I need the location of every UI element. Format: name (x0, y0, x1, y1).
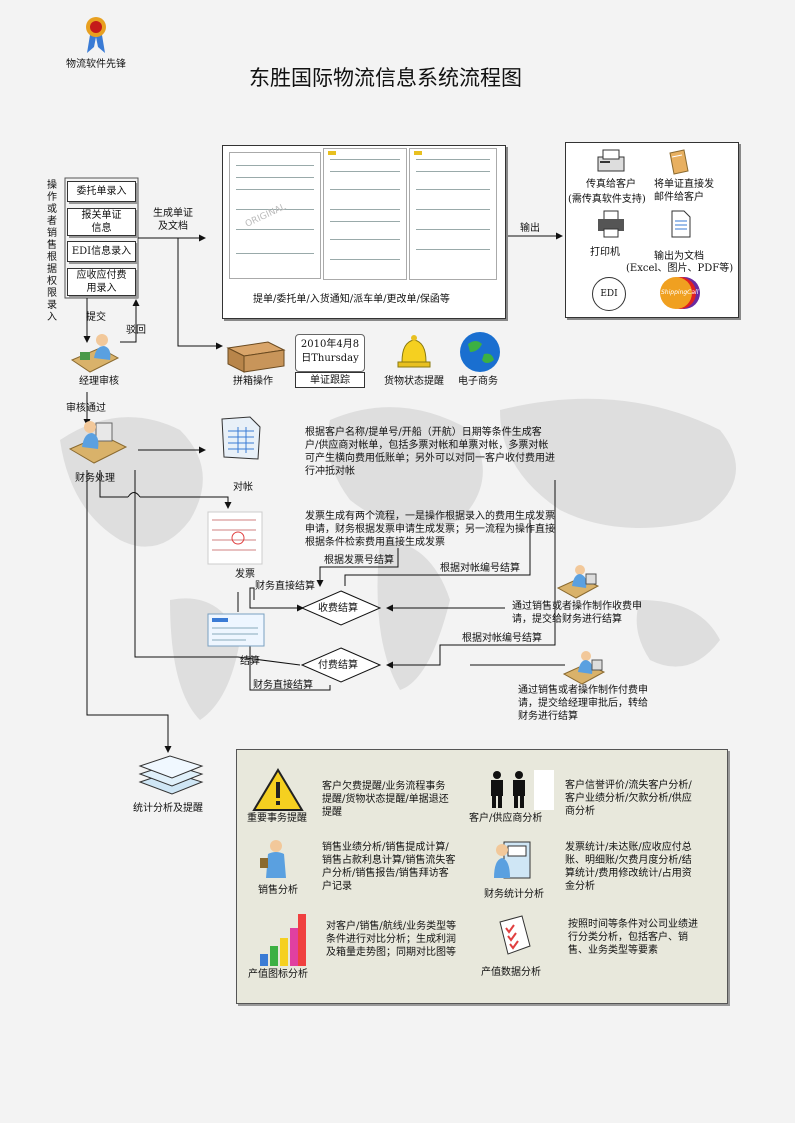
cargo-alert-label: 货物状态提醒 (384, 376, 444, 387)
box-edi-entry[interactable]: EDI信息录入 (67, 241, 136, 262)
analysis-desc-1: 客户信誉评价/流失客户分析/客户业绩分析/欠款分析/供应商分析 (565, 780, 692, 817)
ecommerce-label: 电子商务 (458, 376, 498, 387)
submit-label: 提交 (86, 312, 106, 323)
output-panel: 传真给客户 (需传真软件支持) 将单证直接发邮件给客户 打印机 输出为文档 (E… (565, 142, 739, 318)
analysis-label-2: 销售分析 (258, 885, 298, 896)
box-customs-docs[interactable]: 报关单证信息 (67, 208, 136, 236)
documents-panel: ORIGINAL 提单/委托单/入货通知/派车单/更改单/保函等 (222, 145, 506, 319)
document-original: ORIGINAL (229, 152, 321, 279)
stats-stack-icon (136, 752, 206, 796)
invoice-label: 发票 (235, 569, 255, 580)
analysis-panel (236, 749, 728, 1004)
manager-review-label: 经理审核 (79, 376, 119, 387)
fax-note: (需传真软件支持) (568, 194, 646, 205)
fax-icon (596, 149, 626, 173)
output-label: 输出 (520, 223, 540, 234)
fax-label: 传真给客户 (586, 179, 636, 190)
analysis-desc-4: 对客户/销售/航线/业务类型等条件进行对比分析；生成利润及箱量走势图；同期对比图… (326, 921, 457, 958)
shippingcall-logo: ShippingCall (656, 275, 704, 311)
manager-review-icon (70, 330, 120, 374)
statement-doc-icon (220, 415, 262, 461)
documents-caption: 提单/委托单/入货通知/派车单/更改单/保函等 (253, 294, 450, 305)
bell-icon (394, 334, 434, 370)
gen-docs-label: 生成单证及文档 (153, 208, 193, 232)
analysis-label-5: 产值数据分析 (481, 967, 541, 978)
consolidation-label: 拼箱操作 (233, 376, 273, 387)
entry-permission-label: 操作或者销售根据权限录入 (47, 180, 57, 323)
box-consignment-entry[interactable]: 委托单录入 (67, 181, 136, 202)
analysis-desc-0: 客户欠费提醒/业务流程事务提醒/货物状态提醒/单据退还提醒 (322, 781, 449, 818)
reject-label: 驳回 (126, 325, 146, 336)
date-tracker: 2010年4月8 日Thursday (295, 334, 365, 372)
email-label: 将单证直接发邮件给客户 (654, 179, 714, 203)
date-line-2: 日Thursday (301, 353, 359, 364)
cheque-icon (206, 610, 266, 650)
page-title: 东胜国际物流信息系统流程图 (249, 66, 522, 90)
export-note: (Excel、图片、PDF等) (626, 263, 734, 274)
by-statement-no-label-1: 根据对帐编号结算 (440, 563, 520, 574)
analysis-desc-3: 发票统计/未达账/应收应付总账、明细账/欠费月度分析/结算统计/费用修改统计/占… (565, 842, 692, 892)
document-notice (409, 148, 497, 280)
analysis-label-1: 客户/供应商分析 (469, 813, 543, 824)
edi-badge[interactable]: EDI (592, 277, 626, 311)
finance-processing-icon (68, 415, 128, 465)
statement-desc: 根据客户名称/提单号/开船（开航）日期等条件生成客户/供应商对帐单，包括多票对帐… (305, 427, 555, 477)
printer-label: 打印机 (590, 247, 620, 258)
by-statement-no-label-2: 根据对帐编号结算 (462, 633, 542, 644)
settle-label: 结算 (240, 656, 260, 667)
stats-label: 统计分析及提醒 (133, 803, 203, 814)
logo-caption: 物流软件先锋 (66, 59, 126, 70)
sales-receipt-icon (556, 562, 600, 600)
analysis-label-0: 重要事务提醒 (247, 813, 307, 824)
by-invoice-no-label: 根据发票号结算 (324, 555, 394, 566)
logo-icon (84, 15, 108, 55)
analysis-desc-2: 销售业绩分析/销售提成计算/销售占款利息计算/销售流失客户分析/销售报告/销售拜… (322, 842, 456, 892)
review-passed-label: 审核通过 (66, 403, 106, 414)
direct-settle-label-1: 财务直接结算 (255, 581, 315, 592)
direct-settle-label-2: 财务直接结算 (253, 680, 313, 691)
date-line-1: 2010年4月8 (300, 339, 360, 350)
analysis-desc-5: 按照时间等条件对公司业绩进行分类分析，包括客户、销售、业务类型等要素 (568, 919, 698, 956)
salesman-icon (258, 838, 294, 882)
statement-label: 对帐 (233, 482, 253, 493)
people-icon (488, 770, 558, 810)
payment-note: 通过销售或者操作制作付费申请，提交给经理审批后，转给财务进行结算 (518, 685, 648, 722)
invoice-doc-icon (206, 510, 264, 566)
email-icon (668, 149, 690, 175)
globe-icon (458, 330, 502, 374)
document-bill (323, 148, 407, 280)
export-label: 输出为文档 (654, 251, 704, 262)
receipt-settle-diamond[interactable]: 收费结算 (318, 603, 358, 614)
printer-icon (596, 209, 626, 239)
consolidation-box-icon (226, 338, 286, 374)
analysis-label-4: 产值图标分析 (248, 969, 308, 980)
analysis-label-3: 财务统计分析 (484, 889, 544, 900)
receipt-note: 通过销售或者操作制作收费申请，提交给财务进行结算 (512, 601, 642, 625)
payment-settle-diamond[interactable]: 付费结算 (318, 660, 358, 671)
warning-icon (252, 768, 304, 812)
bar-chart-icon (258, 910, 306, 968)
box-fee-entry[interactable]: 应收应付费用录入 (67, 268, 136, 296)
tracking-label[interactable]: 单证跟踪 (295, 372, 365, 388)
finance-processing-label: 财务处理 (75, 473, 115, 484)
invoice-desc: 发票生成有两个流程，一是操作根据录入的费用生成发票申请，财务根据发票申请生成发票… (305, 511, 555, 548)
sales-payment-icon (562, 648, 606, 686)
document-export-icon (670, 209, 692, 239)
finance-terminal-icon (490, 838, 534, 884)
checklist-icon (494, 914, 534, 956)
